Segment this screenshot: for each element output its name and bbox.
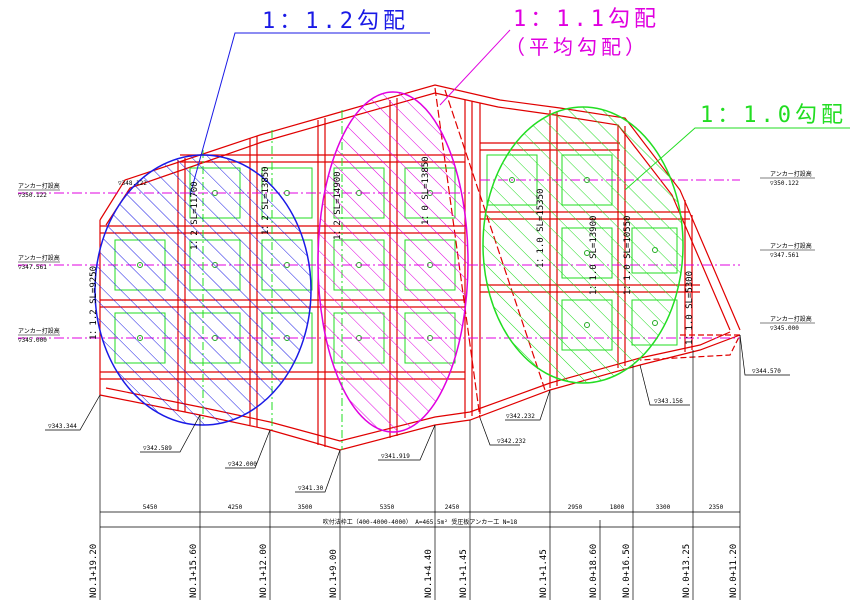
- svg-text:▽343.344: ▽343.344: [48, 423, 77, 430]
- station-labels: NO.1+19.20 NO.1+15.60 NO.1+12.00 NO.1+9.…: [89, 544, 739, 598]
- sl-left: 1：1.2 SL=9250: [89, 266, 99, 340]
- svg-text:NO.0+16.50: NO.0+16.50: [622, 544, 632, 598]
- svg-text:5450: 5450: [143, 504, 158, 511]
- green-slope-zone: [482, 106, 684, 384]
- title-leaders: [189, 29, 850, 196]
- svg-text:▽343.156: ▽343.156: [654, 398, 683, 405]
- svg-text:NO.1+1.45: NO.1+1.45: [539, 549, 549, 598]
- svg-text:NO.0+18.60: NO.0+18.60: [589, 544, 599, 598]
- anchor-labels-right: アンカー打設高 ▽350.122 アンカー打設高 ▽347.561 アンカー打設…: [760, 170, 815, 332]
- blue-slope-title: 1：1.2勾配: [262, 9, 409, 34]
- magenta-slope-subtitle: （平均勾配）: [505, 35, 649, 59]
- svg-text:NO.1+15.60: NO.1+15.60: [189, 544, 199, 598]
- svg-text:アンカー打設高: アンカー打設高: [770, 242, 812, 250]
- svg-text:3500: 3500: [298, 504, 313, 511]
- elevation-labels: ▽343.344 ▽342.589 ▽342.000 ▽341.30 ▽341.…: [48, 368, 781, 492]
- svg-text:2950: 2950: [568, 504, 583, 511]
- sl-m1: 1：2 SL=14900: [333, 171, 343, 240]
- svg-text:NO.0+11.20: NO.0+11.20: [729, 544, 739, 598]
- svg-text:NO.1+4.40: NO.1+4.40: [424, 549, 434, 598]
- svg-text:▽344.570: ▽344.570: [752, 368, 781, 375]
- svg-text:NO.1+19.20: NO.1+19.20: [89, 544, 99, 598]
- blue-slope-zone: [94, 154, 312, 426]
- svg-text:▽345.000: ▽345.000: [770, 325, 799, 332]
- svg-text:▽341.919: ▽341.919: [381, 453, 410, 460]
- sl-m2: 1：0 SL=13850: [421, 156, 431, 225]
- svg-text:5350: 5350: [380, 504, 395, 511]
- anchor-labels-left: アンカー打設高 ▽350.122 アンカー打設高 ▽347.561 アンカー打設…: [18, 180, 147, 344]
- svg-text:アンカー打設高: アンカー打設高: [770, 315, 812, 323]
- magenta-slope-title: 1：1.1勾配: [513, 7, 660, 32]
- svg-text:アンカー打設高: アンカー打設高: [18, 254, 60, 262]
- svg-text:NO.1+12.00: NO.1+12.00: [259, 544, 269, 598]
- slope-length-labels: 1：1.2 SL=9250 1：2 SL=11700 1：2 SL=13850 …: [89, 156, 695, 345]
- dimension-values: 5450 4250 3500 5350 2450 2950 1800 3300 …: [143, 504, 724, 511]
- svg-text:▽350.122: ▽350.122: [770, 180, 799, 187]
- svg-text:▽347.561: ▽347.561: [770, 252, 799, 259]
- outer-outline-bottom: [99, 334, 741, 451]
- svg-text:▽342.232: ▽342.232: [506, 413, 535, 420]
- svg-text:アンカー打設高: アンカー打設高: [770, 170, 812, 178]
- svg-text:NO.1+1.45: NO.1+1.45: [459, 549, 469, 598]
- svg-text:▽341.30: ▽341.30: [298, 485, 324, 492]
- work-note: 吹付法枠工（400-4000-4000） A=465.5m² 受圧板アンカー工 …: [323, 518, 518, 526]
- sl-b1: 1：2 SL=11700: [190, 181, 200, 250]
- green-slope-title: 1：1.0勾配: [700, 103, 847, 128]
- sl-b2: 1：2 SL=13850: [261, 166, 271, 235]
- svg-text:アンカー打設高: アンカー打設高: [18, 327, 60, 335]
- svg-text:3300: 3300: [656, 504, 671, 511]
- sl-g4: 1：1.0 SL=5300: [685, 271, 695, 345]
- svg-text:▽345.000: ▽345.000: [18, 337, 47, 344]
- elevation-leaders: [45, 334, 790, 493]
- svg-text:NO.0+13.25: NO.0+13.25: [682, 544, 692, 598]
- dimension-lines: [99, 335, 741, 600]
- svg-text:▽342.232: ▽342.232: [497, 438, 526, 445]
- sl-g2: 1：1.0 SL=13900: [589, 216, 599, 295]
- svg-text:アンカー打設高: アンカー打設高: [18, 182, 60, 190]
- svg-text:4250: 4250: [228, 504, 243, 511]
- sl-g3: 1：1.0 SL=10550: [623, 216, 633, 295]
- inner-elevation: ▽348.122: [118, 180, 147, 187]
- svg-text:▽350.122: ▽350.122: [18, 192, 47, 199]
- sl-g1: 1：1.0 SL=15350: [536, 189, 546, 268]
- svg-text:1800: 1800: [610, 504, 625, 511]
- magenta-slope-zone: [317, 91, 469, 433]
- svg-text:NO.1+9.00: NO.1+9.00: [329, 549, 339, 598]
- svg-text:▽342.589: ▽342.589: [143, 445, 172, 452]
- svg-text:▽342.000: ▽342.000: [228, 461, 257, 468]
- svg-text:2350: 2350: [709, 504, 724, 511]
- svg-text:▽347.561: ▽347.561: [18, 264, 47, 271]
- svg-text:2450: 2450: [445, 504, 460, 511]
